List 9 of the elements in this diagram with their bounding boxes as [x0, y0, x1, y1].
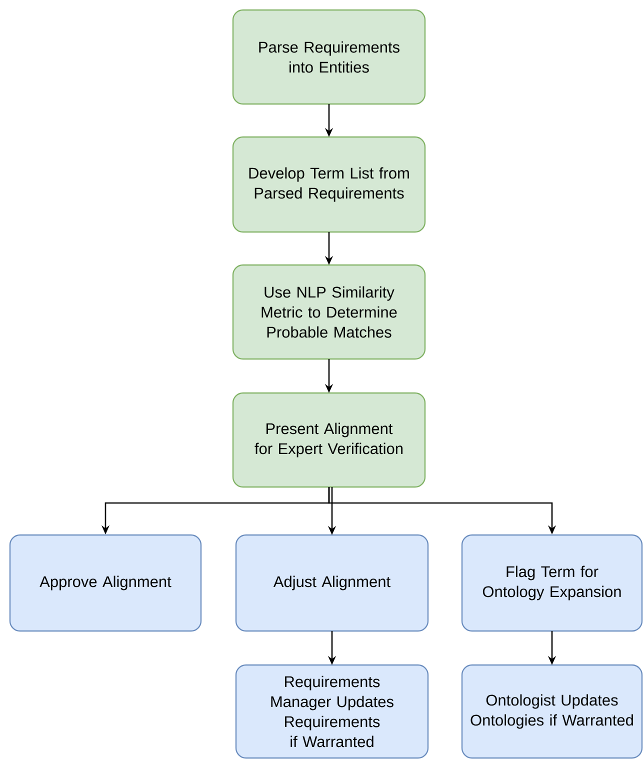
- process-box: Adjust Alignment: [235, 534, 429, 632]
- process-box: Ontologist Updates Ontologies if Warranted: [461, 664, 643, 759]
- process-box: Parse Requirements into Entities: [232, 9, 426, 105]
- process-box: Requirements Manager Updates Requirements if Warranted: [235, 664, 429, 759]
- process-box: Present Alignment for Expert Verification: [232, 392, 426, 488]
- process-box: Use NLP Similarity Metric to Determine Probable Matches: [232, 264, 426, 360]
- process-box: Approve Alignment: [9, 534, 202, 632]
- process-box: Develop Term List from Parsed Requirements: [232, 136, 426, 233]
- process-box: Flag Term for Ontology Expansion: [461, 534, 643, 632]
